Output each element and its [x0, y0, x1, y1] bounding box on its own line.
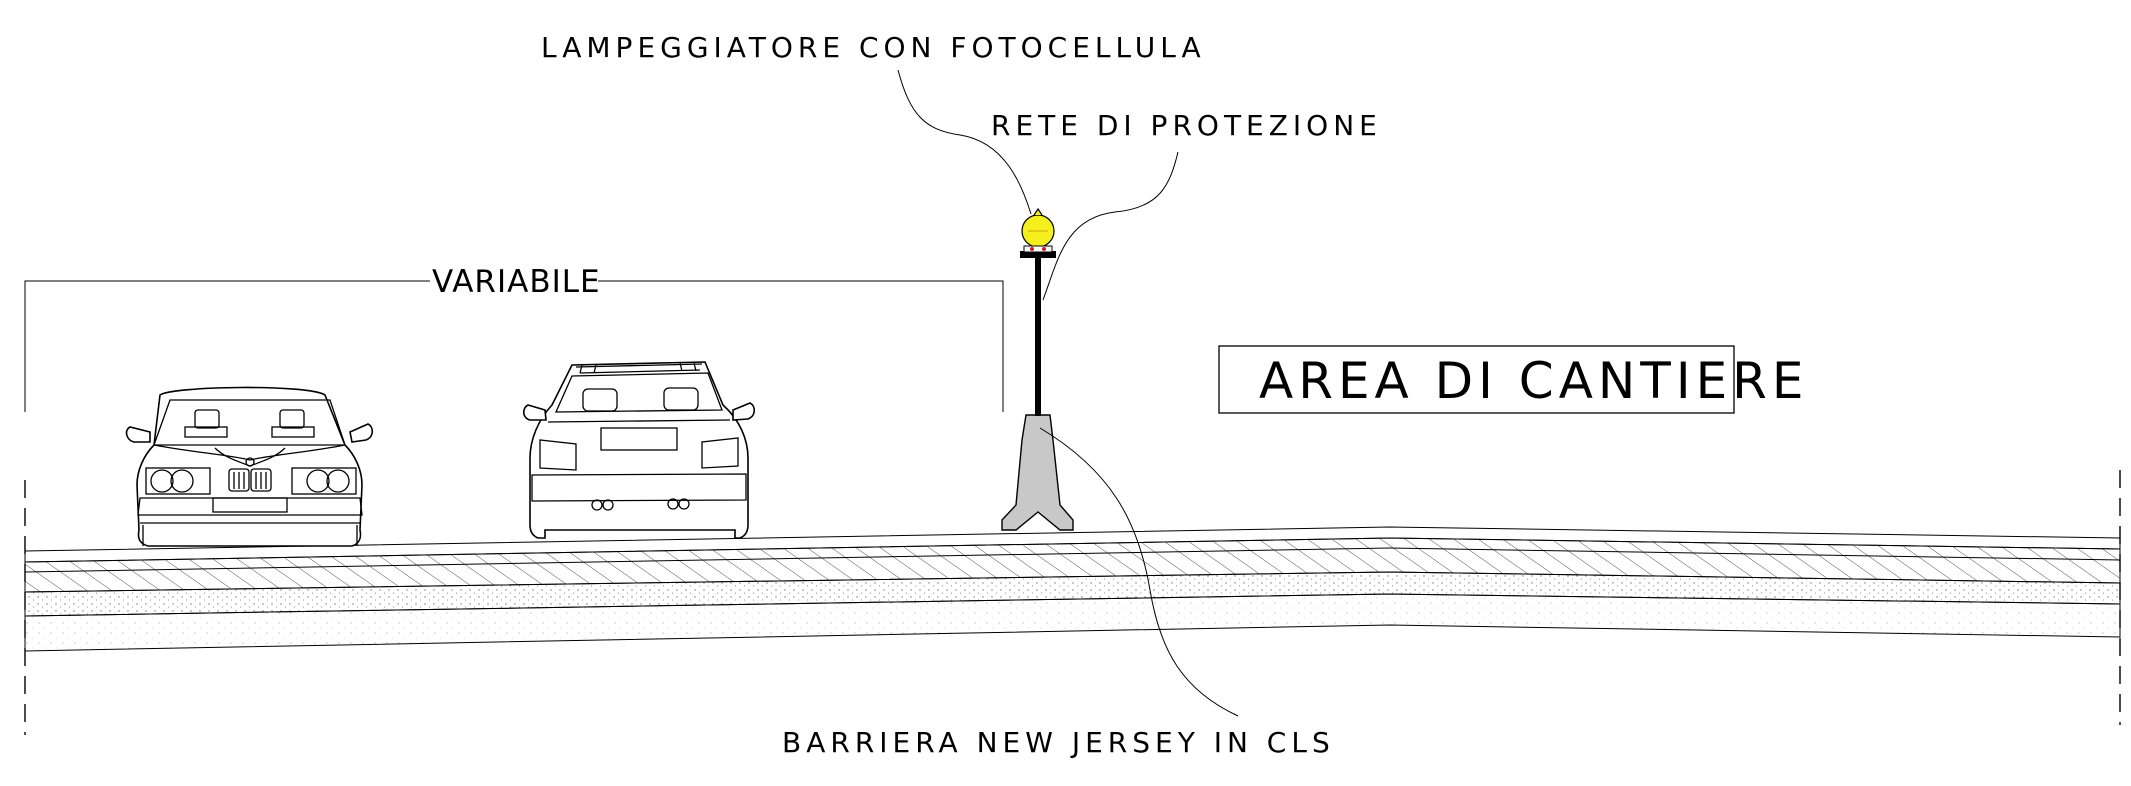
net-label: RETE DI PROTEZIONE [991, 109, 1382, 142]
new-jersey-barrier [1001, 414, 1074, 531]
car-front-view [125, 386, 374, 547]
area-box [1218, 345, 1735, 414]
variable-label: VARIABILE [432, 264, 601, 300]
flashing-lamp [1021, 207, 1055, 253]
leader-barrier [1039, 427, 1239, 717]
area-label: AREA DI CANTIERE [1259, 352, 1809, 410]
net-pole [1020, 251, 1056, 416]
leader-net [1042, 151, 1179, 301]
dimension-variable: VARIABILE [24, 264, 1004, 412]
leader-flasher [897, 69, 1032, 215]
barrier-label: BARRIERA NEW JERSEY IN CLS [782, 726, 1335, 759]
car-rear-view [522, 361, 756, 539]
pavement-layers [24, 526, 2121, 652]
flasher-label: LAMPEGGIATORE CON FOTOCELLULA [541, 31, 1206, 64]
